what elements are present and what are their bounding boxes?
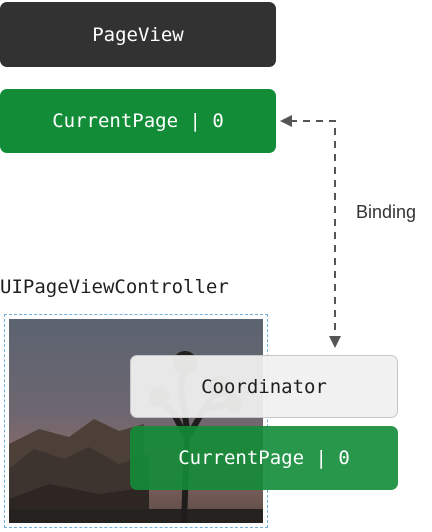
coordinator-node: Coordinator [130, 355, 398, 418]
currentpage-node-top: CurrentPage | 0 [0, 89, 276, 153]
uipageviewcontroller-label: UIPageViewController [0, 276, 229, 298]
coordinator-label: Coordinator [201, 375, 327, 398]
binding-arrowhead-down [329, 336, 341, 348]
pageview-node: PageView [0, 2, 276, 67]
desert-landscape-image [9, 319, 263, 523]
currentpage-node-bottom: CurrentPage | 0 [130, 426, 398, 490]
currentpage-bottom-label: CurrentPage | 0 [178, 447, 350, 469]
binding-dashed-line [290, 120, 336, 338]
pageview-label: PageView [92, 23, 184, 46]
binding-arrowhead-left [280, 115, 292, 127]
currentpage-top-label: CurrentPage | 0 [52, 110, 224, 132]
binding-label: Binding [356, 202, 417, 222]
uipageviewcontroller-frame [4, 314, 268, 528]
